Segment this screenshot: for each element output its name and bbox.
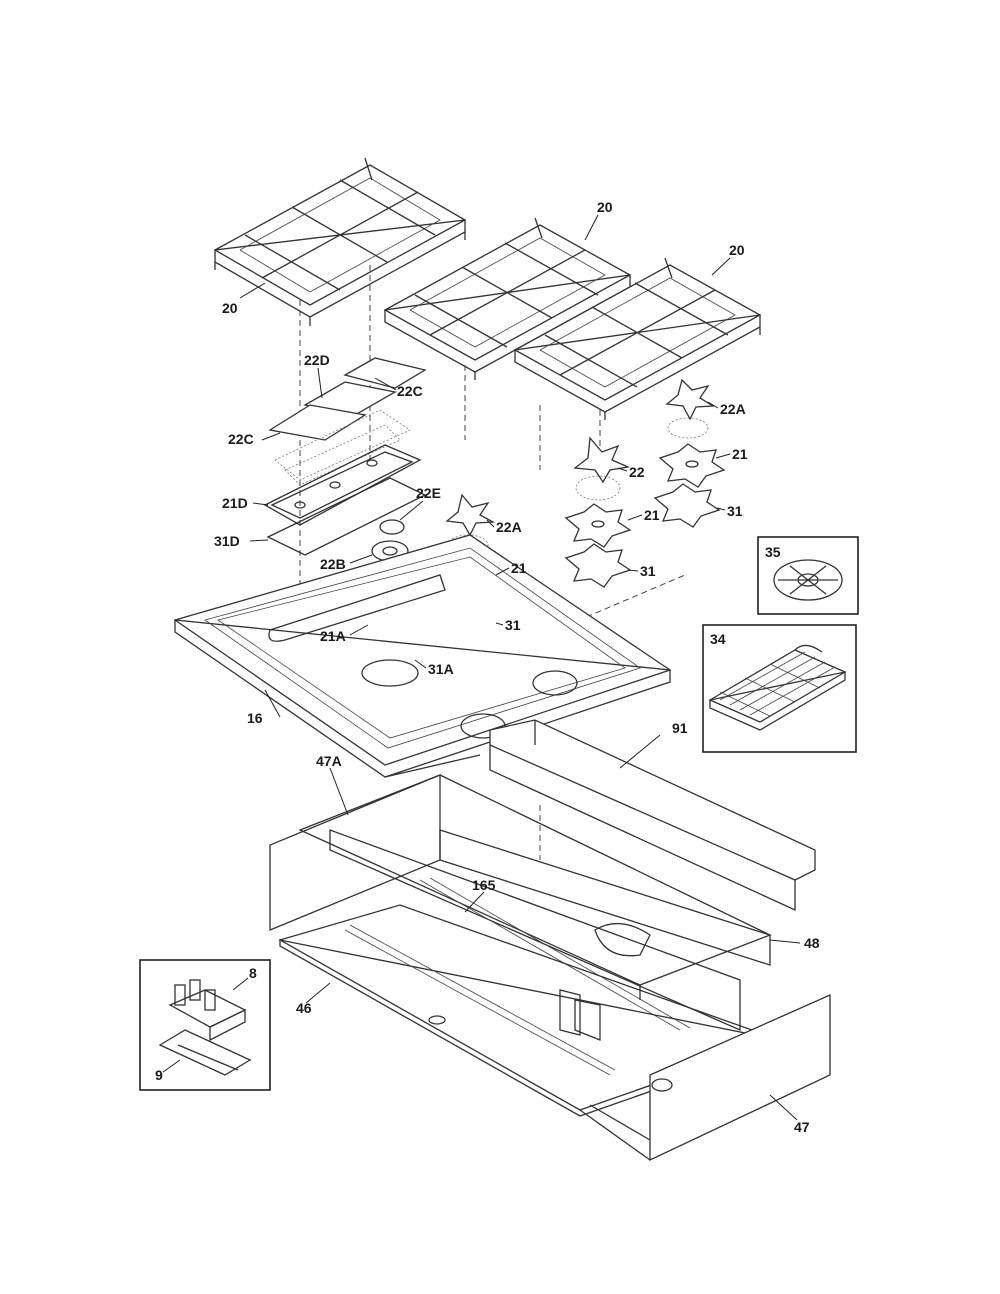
burner-cap-22e bbox=[379, 519, 405, 535]
griddle-plate-22c-top bbox=[343, 357, 427, 389]
star-gasket-31-right-bot bbox=[564, 543, 632, 588]
grate-left bbox=[213, 157, 467, 326]
star-burner-head-right bbox=[575, 475, 621, 501]
label-31-mid: 31 bbox=[505, 617, 521, 633]
label-31a: 31A bbox=[428, 661, 454, 677]
label-22d: 22D bbox=[304, 352, 330, 368]
label-20-grate-middle: 20 bbox=[597, 199, 613, 215]
griddle-burner bbox=[274, 409, 411, 486]
accessory-box-34-griddle bbox=[702, 624, 857, 753]
front-panel-47 bbox=[579, 993, 831, 1162]
label-22c-top: 22C bbox=[397, 383, 423, 399]
label-20-grate-left: 20 bbox=[222, 300, 238, 316]
rear-panel-91 bbox=[489, 719, 816, 912]
star-pan-21-right-bot bbox=[564, 503, 632, 548]
valve-box-8-9 bbox=[139, 959, 271, 1091]
star-cap-22a-right bbox=[665, 378, 716, 421]
label-22c-left: 22C bbox=[228, 431, 254, 447]
label-9: 9 bbox=[155, 1067, 163, 1083]
grate-right bbox=[513, 257, 762, 420]
label-35: 35 bbox=[765, 544, 781, 560]
label-31d: 31D bbox=[214, 533, 240, 549]
label-22a-mid: 22A bbox=[496, 519, 522, 535]
label-21d: 21D bbox=[222, 495, 248, 511]
label-21-mid: 21 bbox=[511, 560, 527, 576]
griddle-gasket-31d bbox=[266, 477, 427, 556]
star-pan-21-right-top bbox=[658, 443, 726, 488]
accessory-box-35 bbox=[757, 536, 859, 615]
label-22e: 22E bbox=[416, 485, 441, 501]
label-22a-right: 22A bbox=[720, 401, 746, 417]
label-16: 16 bbox=[247, 710, 263, 726]
label-21a: 21A bbox=[320, 628, 346, 644]
label-21-right-top: 21 bbox=[732, 446, 748, 462]
label-8: 8 bbox=[249, 965, 257, 981]
label-47a: 47A bbox=[316, 753, 342, 769]
label-20-grate-right: 20 bbox=[729, 242, 745, 258]
cooktop-top-16 bbox=[173, 534, 672, 778]
griddle-plate-22c-left bbox=[268, 404, 367, 441]
label-46: 46 bbox=[296, 1000, 312, 1016]
star-burner-head-right-top bbox=[667, 417, 709, 439]
label-47: 47 bbox=[794, 1119, 810, 1135]
label-165: 165 bbox=[472, 877, 496, 893]
label-91: 91 bbox=[672, 720, 688, 736]
star-cap-22-right bbox=[573, 436, 631, 484]
label-31-right-top: 31 bbox=[727, 503, 743, 519]
grate-middle bbox=[383, 217, 632, 380]
label-21-right-bottom: 21 bbox=[644, 507, 660, 523]
label-34: 34 bbox=[710, 631, 726, 647]
label-22b: 22B bbox=[320, 556, 346, 572]
star-cap-22a-mid bbox=[445, 493, 496, 537]
star-gasket-31-right-top bbox=[653, 483, 721, 528]
label-22-right: 22 bbox=[629, 464, 645, 480]
label-31-right-bottom: 31 bbox=[640, 563, 656, 579]
griddle-pan-21d bbox=[263, 444, 422, 526]
label-48: 48 bbox=[804, 935, 820, 951]
